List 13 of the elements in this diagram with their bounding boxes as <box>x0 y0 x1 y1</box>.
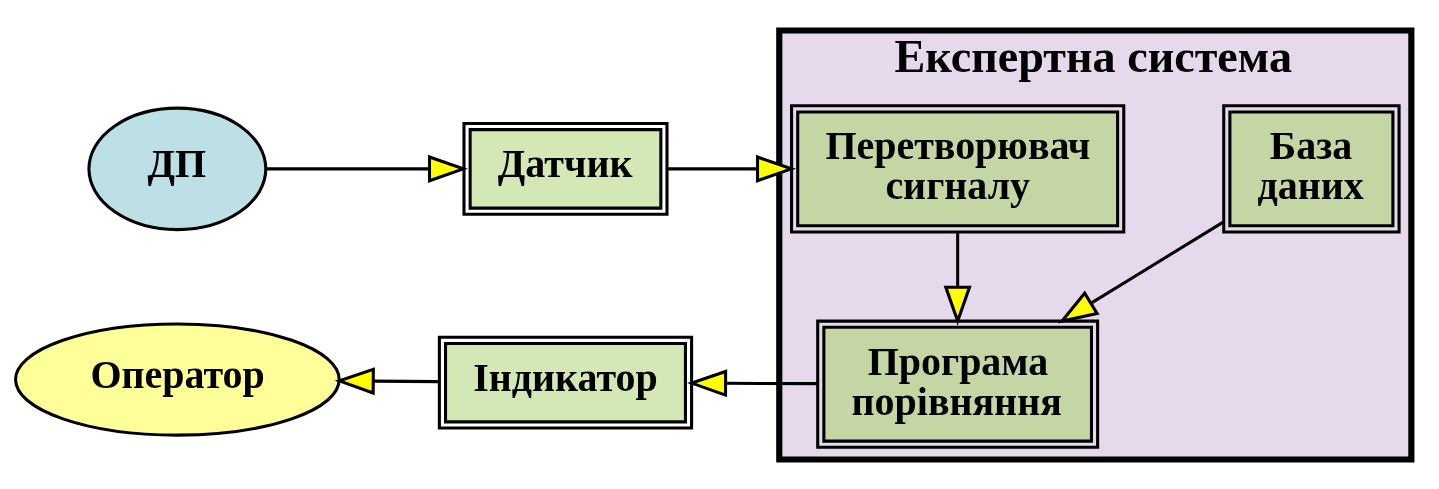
node-ellipse: ДП <box>87 106 268 231</box>
node-box: Індикатор <box>437 335 694 430</box>
arrow <box>687 368 818 397</box>
node-box: Датчик <box>462 121 669 216</box>
arrow <box>667 154 796 183</box>
node-box: Перетворювач сигналу <box>790 103 1126 233</box>
arrow <box>943 232 972 326</box>
arrow <box>266 154 468 183</box>
node-ellipse: Оператор <box>14 321 341 437</box>
node-box: База даних <box>1222 103 1401 233</box>
arrow <box>334 366 439 395</box>
arrow <box>1058 220 1225 323</box>
node-box: Програма порівняння <box>816 319 1100 449</box>
